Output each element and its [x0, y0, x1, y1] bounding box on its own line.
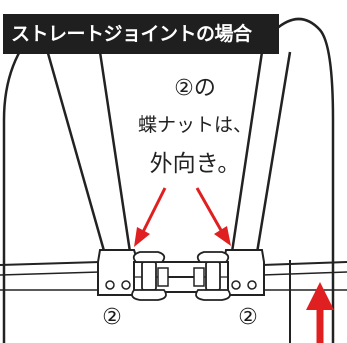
- caption-line-3: 外向き。: [149, 151, 241, 177]
- marker-left: ②: [102, 305, 122, 330]
- caption-line-2: 蝶ナットは、: [137, 114, 252, 136]
- left-pointer-arrow: [134, 187, 167, 247]
- right-arch-tube: [274, 17, 335, 343]
- left-wing-nut: [131, 251, 169, 301]
- left-leg-outer: [38, 24, 110, 266]
- left-foot-bracket: [97, 249, 139, 296]
- tube-direction-arrow: [306, 282, 334, 343]
- right-pointer-arrow: [195, 187, 231, 246]
- left-frame-tube: [2, 24, 41, 343]
- left-leg-inner: [98, 51, 132, 253]
- right-leg-inner: [230, 51, 264, 253]
- right-foot-bracket: [223, 249, 265, 296]
- marker-right: ②: [238, 305, 258, 330]
- right-wing-nut: [193, 251, 231, 301]
- page-title: ストレートジョイントの場合: [3, 14, 279, 54]
- right-leg-outer: [253, 51, 292, 266]
- caption-line-1: ②の: [174, 76, 216, 101]
